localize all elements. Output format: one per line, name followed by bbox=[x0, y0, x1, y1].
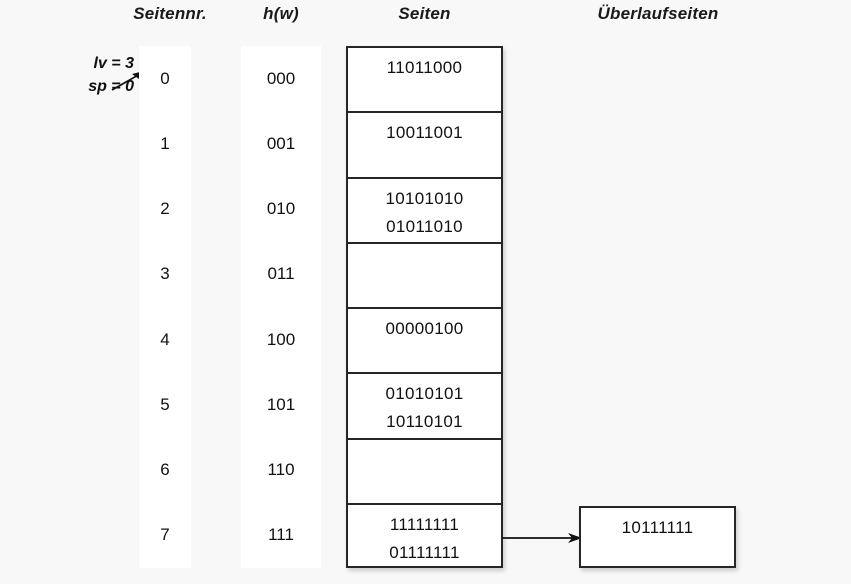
right-arrow-icon bbox=[502, 533, 582, 543]
seiten-cell: 10011001 bbox=[348, 113, 501, 179]
seiten-table: 11011000 10011001 10101010 01011010 0000… bbox=[346, 46, 503, 568]
seiten-entry: 01011010 bbox=[386, 216, 463, 236]
column-header-hw: h(w) bbox=[263, 4, 299, 23]
hw-cell: 110 bbox=[267, 460, 295, 479]
hw-cell: 010 bbox=[266, 199, 296, 218]
seiten-entry: 11011000 bbox=[386, 58, 463, 77]
seiten-cell: 10101010 01011010 bbox=[348, 179, 501, 244]
seitennr-column-band bbox=[139, 46, 191, 568]
seiten-cell: 01010101 10110101 bbox=[348, 374, 501, 440]
seitennr-cell: 3 bbox=[160, 264, 170, 283]
seiten-entry: 10011001 bbox=[386, 123, 463, 143]
hw-cell: 101 bbox=[266, 395, 296, 414]
seiten-entry: 00000100 bbox=[385, 319, 464, 338]
hw-cell: 001 bbox=[266, 134, 296, 153]
seitennr-cell: 5 bbox=[160, 395, 170, 414]
seiten-cell: 11111111 01111111 bbox=[348, 505, 501, 570]
overflow-page-box: 10111111 bbox=[579, 506, 736, 568]
hw-cell: 111 bbox=[268, 525, 294, 544]
seitennr-cell: 0 bbox=[160, 69, 170, 88]
column-header-seiten: Seiten bbox=[398, 4, 451, 23]
seiten-cell-empty bbox=[348, 440, 501, 505]
hw-cell: 100 bbox=[266, 330, 296, 349]
seiten-entry: 01111111 bbox=[389, 542, 460, 562]
seiten-cell: 00000100 bbox=[348, 309, 501, 375]
seitennr-cell: 4 bbox=[160, 330, 170, 349]
seiten-entry: 10101010 bbox=[385, 188, 464, 208]
seiten-entry: 01010101 bbox=[385, 384, 464, 404]
column-header-seitennr: Seitennr. bbox=[133, 4, 207, 23]
hw-cell: 000 bbox=[266, 69, 296, 88]
seitennr-cell: 7 bbox=[160, 525, 170, 544]
seiten-entry: 11111111 bbox=[389, 514, 460, 534]
seiten-cell-empty bbox=[348, 244, 501, 309]
seitennr-cell: 6 bbox=[160, 460, 170, 479]
seiten-entry: 10110101 bbox=[386, 412, 463, 432]
annotation-lv-sp: lv = 3 sp = 0 bbox=[24, 52, 134, 98]
seitennr-cell: 1 bbox=[160, 134, 170, 153]
seiten-cell: 11011000 bbox=[348, 48, 501, 114]
annotation-sp: sp = 0 bbox=[88, 78, 134, 96]
hw-cell: 011 bbox=[267, 264, 295, 283]
seitennr-cell: 2 bbox=[160, 199, 170, 218]
column-header-ueberlaufseiten: Überlaufseiten bbox=[597, 4, 719, 23]
annotation-lv: lv = 3 bbox=[93, 55, 134, 72]
hw-column-band bbox=[241, 46, 321, 568]
overflow-entry: 10111111 bbox=[621, 518, 694, 537]
